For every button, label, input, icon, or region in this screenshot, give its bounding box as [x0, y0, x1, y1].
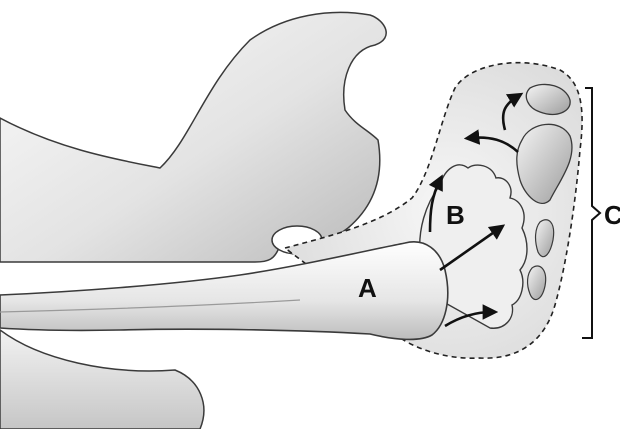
label-b: B [446, 200, 465, 230]
bracket-c [582, 88, 600, 338]
label-a: A [358, 273, 377, 303]
pelvic-ring-lower [0, 330, 204, 429]
label-c: C [604, 200, 620, 230]
pelvis-bone [0, 12, 386, 262]
